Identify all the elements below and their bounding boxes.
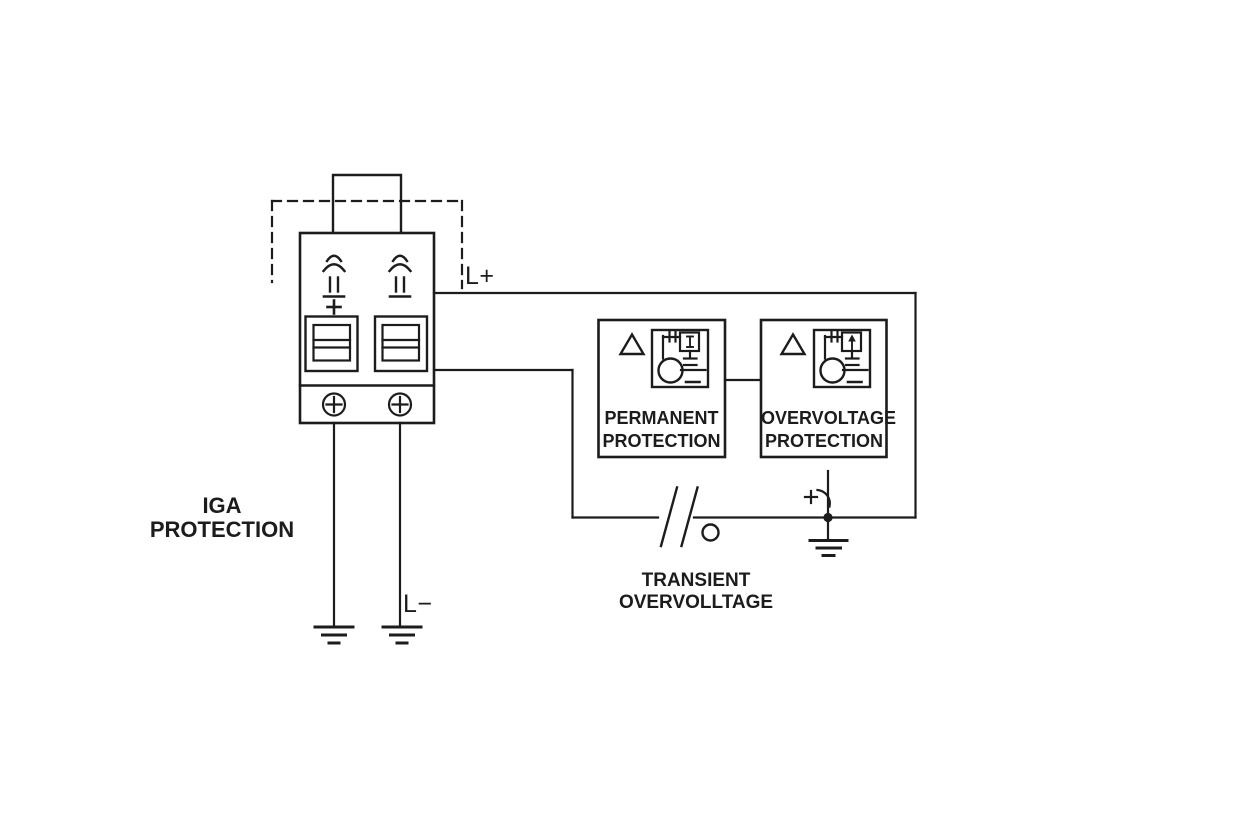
spd-device-label-line2: PROTECTION: [149, 517, 295, 542]
polarity-plus-icon: [326, 299, 342, 315]
overvoltage-protection-line2: PROTECTION: [764, 431, 883, 451]
indicator-glyph: [686, 335, 694, 348]
spd-ground-leads: [313, 421, 423, 645]
permanent-protection-line1: PERMANENT: [604, 408, 719, 428]
relay-contact-schematic-icon: [812, 328, 872, 389]
transient-overvoltage-label: TRANSIENT OVERVOLLTAGE: [596, 570, 796, 613]
arc-lower: [321, 263, 347, 273]
plus-arc-icon: [803, 488, 831, 508]
spd-device-label-line1: IGA: [202, 493, 242, 518]
overvoltage-protection-label: OVERVOLTAGE PROTECTION: [761, 407, 897, 453]
negative-terminal-label: L−: [403, 590, 433, 618]
spd-device-label: IGA PROTECTION: [122, 494, 322, 542]
indicator-arrow-glyph: [848, 334, 856, 351]
triangle-outline-icon: [618, 332, 646, 356]
circled-plus-icon: [321, 392, 347, 417]
transient-overvoltage-line2: OVERVOLLTAGE: [618, 591, 774, 613]
ground-icon: [313, 625, 355, 645]
positive-terminal-label: L+: [465, 262, 495, 290]
permanent-protection-box: [597, 318, 727, 459]
ground-icon: [381, 625, 423, 645]
double-slash-break-icon: [659, 486, 720, 548]
permanent-protection-line2: PROTECTION: [602, 431, 721, 451]
circled-plus-icon: [387, 392, 413, 417]
relay-contact-schematic-icon: [650, 328, 710, 389]
arc-upper: [391, 254, 409, 263]
ground-icon: [808, 539, 849, 557]
fuse-window-icon: [373, 315, 429, 373]
arc-gap-module-icon: [387, 254, 413, 298]
spd-body: [298, 231, 436, 425]
arc-lower: [387, 263, 413, 273]
dashed-enclosure: [270, 199, 464, 290]
box-border: [597, 318, 727, 459]
spd-top-tab: [331, 173, 403, 234]
permanent-protection-label: PERMANENT PROTECTION: [598, 407, 725, 453]
spd-device: [298, 173, 436, 425]
arc-upper: [325, 254, 343, 263]
transient-overvoltage-line1: TRANSIENT: [641, 570, 751, 591]
arc-gap-module-icon: [321, 254, 347, 315]
box-border: [759, 318, 888, 459]
junction-ground-group: [803, 469, 849, 557]
overvoltage-protection-box: [759, 318, 888, 459]
triangle-outline-icon: [779, 332, 807, 356]
circuit-wiring: [432, 291, 917, 519]
overvoltage-protection-line1: OVERVOLTAGE: [761, 408, 897, 428]
fuse-window-icon: [304, 315, 359, 373]
